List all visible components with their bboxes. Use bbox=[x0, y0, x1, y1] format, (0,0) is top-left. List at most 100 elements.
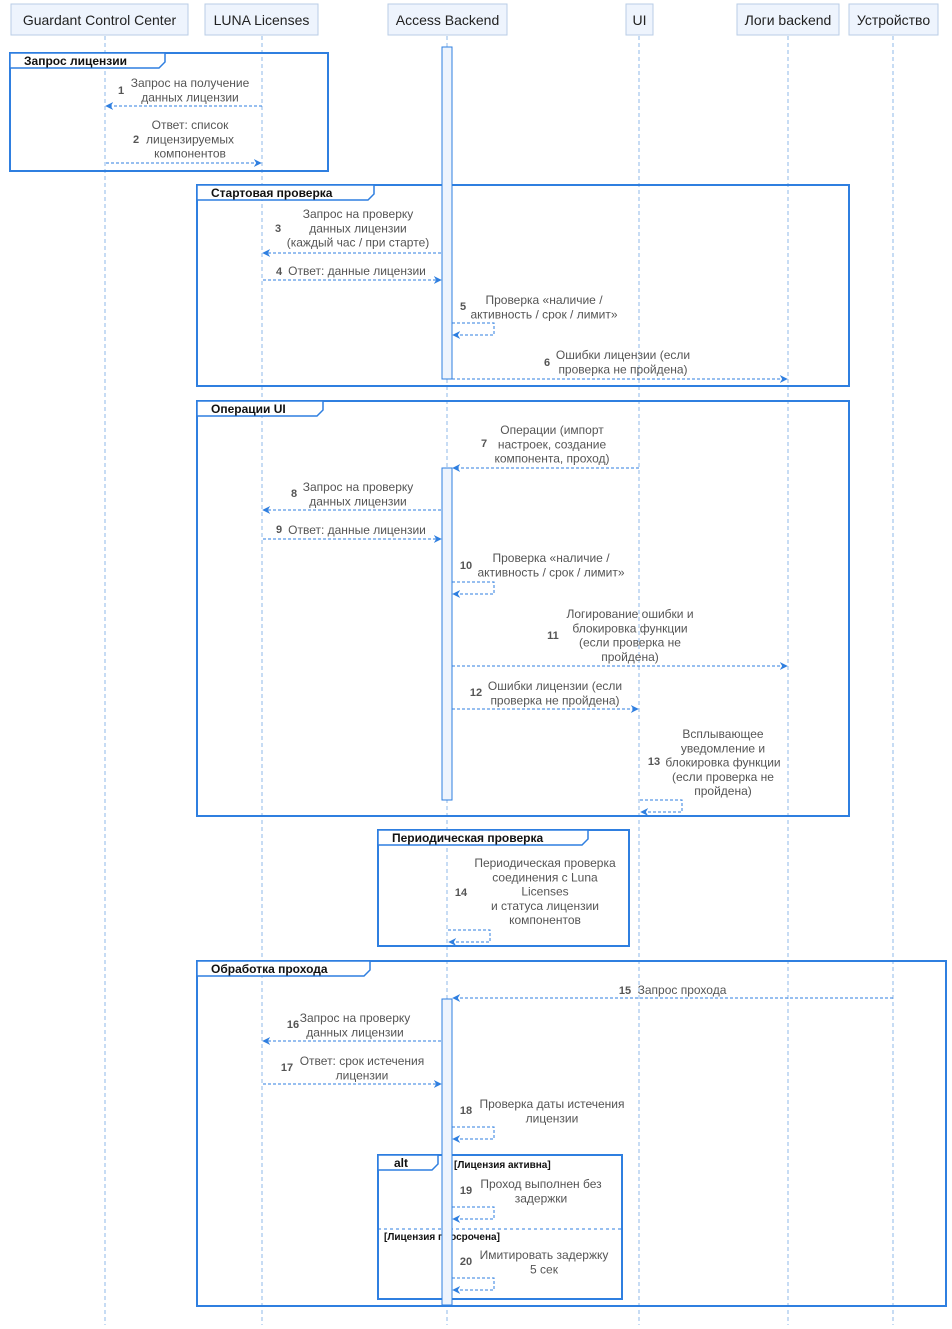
activation-bar bbox=[441, 467, 453, 801]
message-label-line: настроек, создание bbox=[498, 437, 607, 451]
frame-label: Обработка прохода bbox=[211, 962, 328, 976]
message-label-line: проверка не пройдена) bbox=[558, 362, 687, 376]
message-number: 8 bbox=[291, 488, 297, 500]
message-label-line: Ответ: данные лицензии bbox=[288, 523, 426, 537]
message-label-line: 5 сек bbox=[530, 1262, 559, 1276]
message-number: 19 bbox=[460, 1185, 472, 1197]
message-arrow bbox=[452, 1277, 495, 1294]
message-5: 5 Проверка «наличие /активность / срок / … bbox=[452, 293, 618, 339]
message-label-line: компонентов bbox=[154, 147, 226, 161]
message-number: 7 bbox=[481, 438, 487, 450]
message-label-line: Проверка «наличие / bbox=[492, 551, 610, 565]
message-number: 6 bbox=[544, 357, 550, 369]
message-label-line: пройдена) bbox=[601, 650, 659, 664]
message-label-line: проверка не пройдена) bbox=[490, 693, 619, 707]
participant-label: Устройство bbox=[857, 12, 930, 28]
message-label-line: Логирование ошибки и bbox=[566, 607, 693, 621]
participant-luna: LUNA Licenses bbox=[204, 3, 319, 36]
message-label-line: данных лицензии bbox=[309, 494, 407, 508]
message-number: 20 bbox=[460, 1256, 472, 1268]
message-label-line: пройдена) bbox=[694, 784, 752, 798]
frame-f2: Стартовая проверка bbox=[196, 184, 850, 387]
message-label-line: Ответ: срок истечения bbox=[300, 1054, 425, 1068]
message-number: 12 bbox=[470, 687, 482, 699]
message-label-line: (каждый час / при старте) bbox=[287, 236, 430, 250]
message-label-line: активность / срок / лимит» bbox=[477, 565, 624, 579]
message-label-line: Операции (импорт bbox=[500, 423, 604, 437]
message-arrow bbox=[452, 322, 495, 339]
message-arrow bbox=[448, 929, 491, 946]
message-label-line: Запрос на получение bbox=[131, 76, 250, 90]
message-number: 17 bbox=[281, 1062, 293, 1074]
message-label-line: компонентов bbox=[509, 913, 581, 927]
frame-label: alt bbox=[394, 1156, 408, 1170]
message-number: 15 bbox=[619, 985, 631, 997]
message-number: 3 bbox=[275, 223, 281, 235]
message-arrow bbox=[452, 1206, 495, 1223]
participant-label: UI bbox=[633, 12, 647, 28]
participant-label: Access Backend bbox=[396, 12, 500, 28]
frame-f3: Операции UI bbox=[196, 400, 850, 817]
participant-ui: UI bbox=[625, 3, 654, 36]
message-label-line: Проход выполнен без bbox=[480, 1177, 602, 1191]
frame-label: Запрос лицензии bbox=[24, 54, 127, 68]
message-label-line: Ошибки лицензии (если bbox=[556, 348, 690, 362]
message-label-line: уведомление и bbox=[681, 741, 765, 755]
message-label-line: Запрос на проверку bbox=[300, 1011, 411, 1025]
participant-ab: Access Backend bbox=[387, 3, 508, 36]
frame-label: Периодическая проверка bbox=[392, 831, 543, 845]
frame-f1: Запрос лицензии bbox=[9, 52, 329, 172]
message-label-line: активность / срок / лимит» bbox=[470, 307, 617, 321]
message-label-line: компонента, проход) bbox=[494, 452, 609, 466]
message-number: 1 bbox=[118, 85, 124, 97]
message-label-line: Проверка «наличие / bbox=[485, 293, 603, 307]
message-label-line: данных лицензии bbox=[141, 90, 239, 104]
message-number: 5 bbox=[460, 301, 466, 313]
message-label-line: Всплывающее bbox=[682, 727, 763, 741]
message-label-line: Ответ: данные лицензии bbox=[288, 264, 426, 278]
message-label-line: лицензии bbox=[336, 1068, 389, 1082]
message-arrow bbox=[452, 581, 495, 598]
message-label-line: данных лицензии bbox=[306, 1025, 404, 1039]
participant-logs: Логи backend bbox=[736, 3, 840, 36]
message-label-line: задержки bbox=[515, 1191, 568, 1205]
message-label-line: (если проверка не bbox=[579, 636, 681, 650]
message-label-line: блокировка функции bbox=[665, 756, 780, 770]
message-label-line: Licenses bbox=[521, 885, 568, 899]
message-label-line: Запрос на проверку bbox=[303, 480, 414, 494]
message-number: 10 bbox=[460, 560, 472, 572]
message-number: 14 bbox=[455, 887, 468, 899]
activation-bar bbox=[441, 46, 453, 380]
message-label-line: лицензируемых bbox=[146, 132, 234, 146]
message-label-line: Имитировать задержку bbox=[480, 1248, 609, 1262]
message-number: 18 bbox=[460, 1105, 472, 1117]
message-10: 10 Проверка «наличие /активность / срок /… bbox=[452, 551, 625, 598]
message-label-line: Периодическая проверка bbox=[474, 856, 616, 870]
frame-label: Стартовая проверка bbox=[211, 186, 333, 200]
message-label-line: блокировка функции bbox=[572, 621, 687, 635]
message-9: 9 Ответ: данные лицензии bbox=[263, 523, 442, 543]
participant-dev: Устройство bbox=[848, 3, 939, 36]
frame-label: Операции UI bbox=[211, 402, 286, 416]
message-label-line: Запрос на проверку bbox=[303, 207, 414, 221]
message-label-line: (если проверка не bbox=[672, 770, 774, 784]
message-label-line: Ответ: список bbox=[152, 118, 230, 132]
activation-bar bbox=[441, 998, 453, 1306]
message-arrow bbox=[452, 1126, 495, 1143]
message-number: 9 bbox=[276, 524, 282, 536]
